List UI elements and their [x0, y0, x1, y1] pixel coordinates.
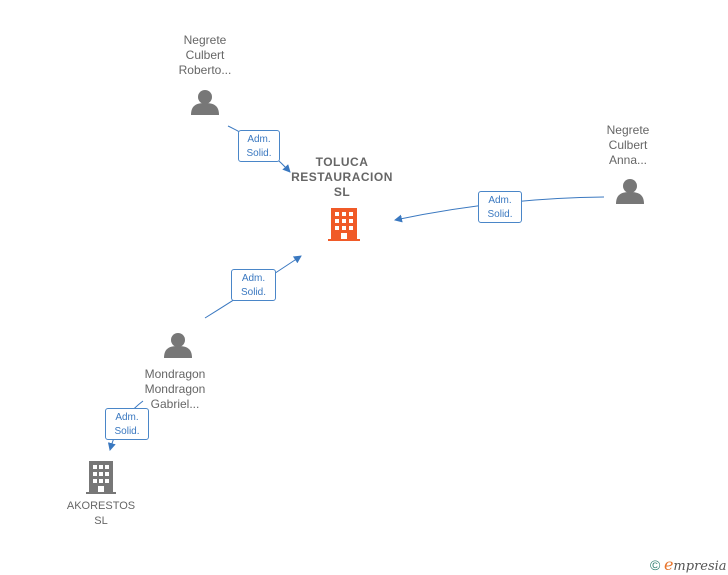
- person-label-line: Mondragon: [144, 382, 206, 396]
- building-icon[interactable]: [328, 208, 360, 241]
- company-label-line: SL: [94, 515, 108, 527]
- person-label-line: Roberto...: [178, 63, 232, 77]
- relation-badge-line: Adm.: [115, 412, 139, 423]
- person-icon[interactable]: [164, 333, 192, 358]
- relation-badge: Adm. Solid.: [105, 408, 149, 440]
- person-label-line: Anna...: [608, 153, 648, 167]
- relation-badge: Adm. Solid.: [231, 269, 276, 301]
- person-label-line: Mondragon: [144, 367, 206, 381]
- person-label-line: Negrete: [183, 33, 227, 47]
- relation-badge-line: Adm.: [241, 273, 266, 284]
- relation-badge-line: Solid.: [114, 426, 140, 437]
- company-label-line: AKORESTOS: [66, 500, 136, 512]
- relation-badge-line: Adm.: [488, 195, 512, 206]
- company-label-akorestos[interactable]: AKORESTOS SL: [56, 499, 146, 529]
- person-label-gabriel[interactable]: Mondragon Mondragon Gabriel...: [125, 367, 225, 412]
- company-label-line: SL: [333, 185, 351, 199]
- building-icon[interactable]: [86, 461, 116, 494]
- person-label-anna[interactable]: Negrete Culbert Anna...: [583, 123, 673, 168]
- person-label-roberto[interactable]: Negrete Culbert Roberto...: [160, 33, 250, 78]
- relation-badge-line: Solid.: [246, 148, 272, 159]
- person-label-line: Culbert: [185, 48, 225, 62]
- person-icon[interactable]: [191, 90, 219, 115]
- relation-badge-line: Solid.: [487, 209, 513, 220]
- person-label-line: Gabriel...: [150, 397, 200, 411]
- brand-rest: mpresia: [673, 559, 727, 574]
- company-label-line: TOLUCA: [315, 155, 369, 169]
- brand-logo: © empresia: [650, 555, 727, 574]
- relation-badge-line: Solid.: [240, 287, 266, 298]
- relation-badge: Adm. Solid.: [478, 191, 522, 223]
- person-label-line: Culbert: [608, 138, 648, 152]
- brand-wordmark: empresia: [664, 555, 727, 574]
- person-icon[interactable]: [616, 179, 644, 204]
- company-label-line: RESTAURACION: [291, 170, 393, 184]
- company-label-toluca[interactable]: TOLUCA RESTAURACION SL: [282, 155, 402, 200]
- person-label-line: Negrete: [606, 123, 650, 137]
- relation-badge: Adm. Solid.: [238, 130, 280, 162]
- brand-initial: e: [663, 555, 674, 574]
- relation-badge-line: Adm.: [247, 134, 271, 145]
- copyright-icon: ©: [650, 557, 661, 573]
